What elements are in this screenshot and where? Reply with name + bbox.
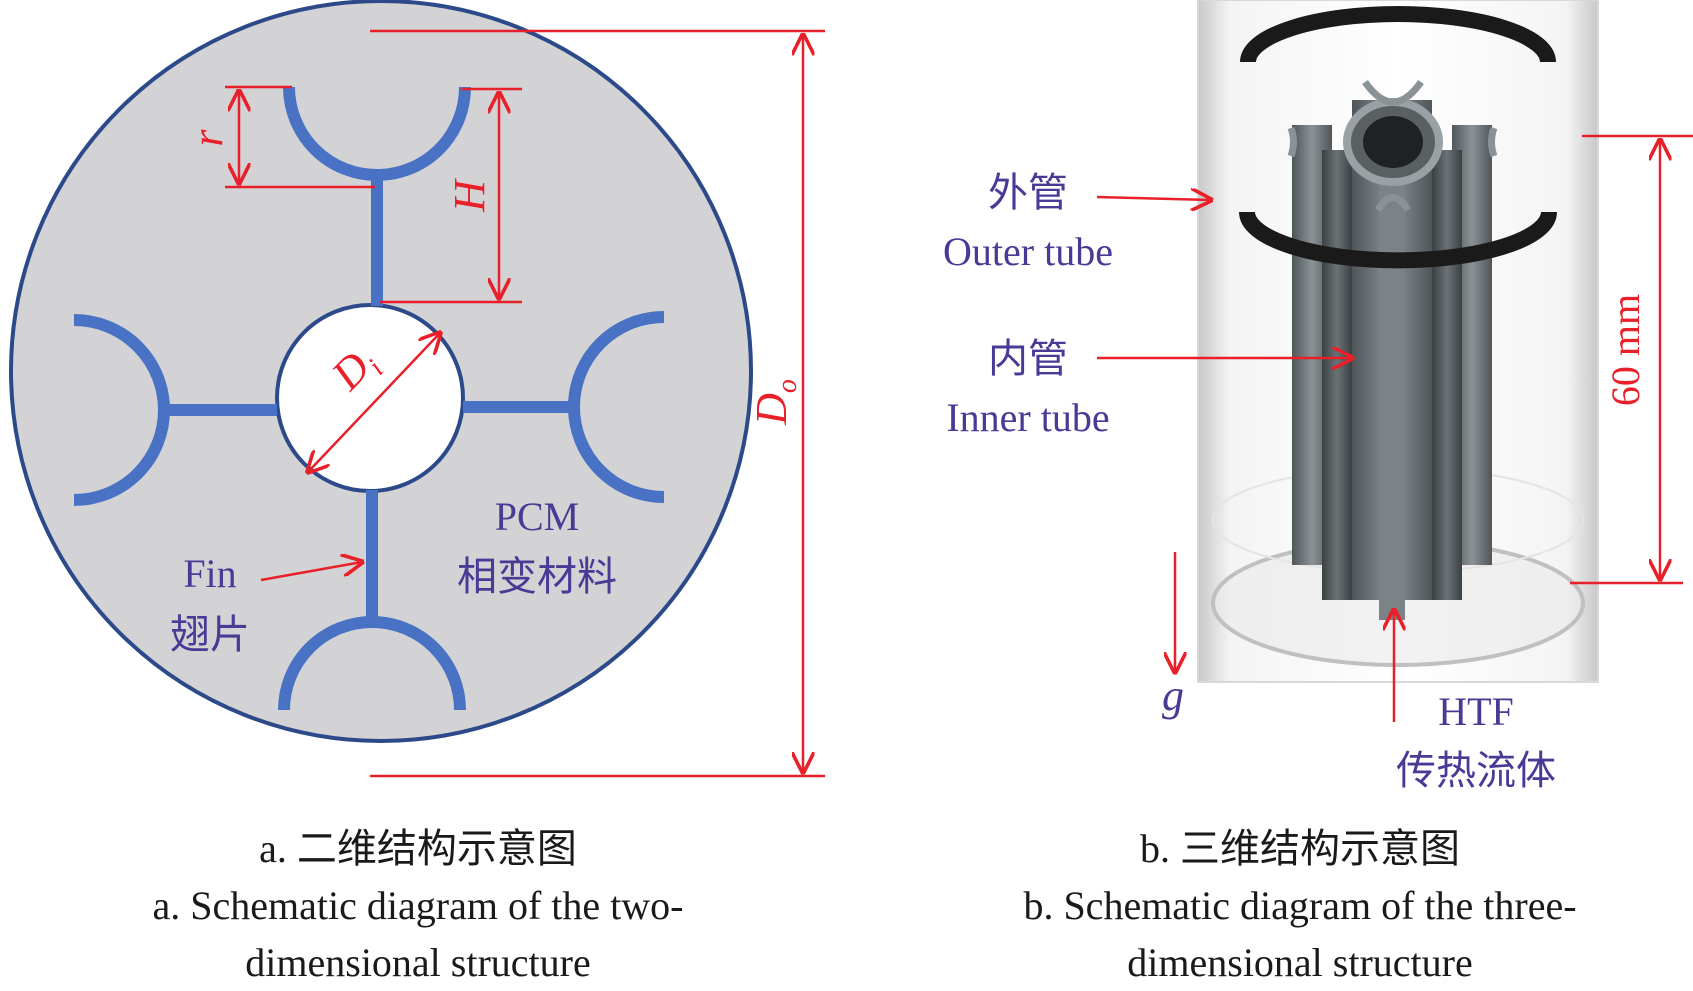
htf-label-zh: 传热流体 [1396,748,1556,793]
caption-a-en-line2: dimensional structure [245,940,590,985]
fin-pointer-arrow [260,562,362,582]
outer-tube-label-zh: 外管 [988,170,1068,215]
dimension-H [380,87,522,304]
caption-b-zh: b. 三维结构示意图 [1140,826,1460,871]
caption-a-en-line1: a. Schematic diagram of the two- [153,883,684,928]
fin-left-arc [73,314,170,506]
caption-b-en-line2: dimensional structure [1127,940,1472,985]
caption-a-zh: a. 二维结构示意图 [259,826,577,871]
dimension-Do [370,29,825,778]
dimension-r [225,85,375,189]
inner-tube-label-zh: 内管 [988,336,1068,381]
caption-b-en-line1: b. Schematic diagram of the three- [1023,883,1576,928]
fins [73,86,665,711]
fin-label-en: Fin [183,551,236,596]
fin-top-arc [283,86,471,181]
dimension-Di-line [308,333,440,472]
inner-tube-label-en: Inner tube [946,395,1109,440]
dimension-Do-label: Do [747,379,803,426]
htf-label-en: HTF [1438,689,1514,734]
dimension-length-label: 60 mm [1603,294,1648,406]
fin-right-arc [568,311,665,503]
dimension-H-label: H [445,178,494,213]
fin-plate-left-inner [1322,150,1352,600]
pcm-label-zh: 相变材料 [457,554,617,599]
gravity-label: g [1162,671,1184,720]
dimension-r-label: r [183,129,232,147]
panel-b-3d-diagram: 外管 Outer tube 内管 Inner tube 60 mm g HTF … [943,0,1693,985]
panel-a-2d-diagram: r H Di Do Fin 翅片 PCM 相变材料 a. 二维结构示意图 [9,0,825,985]
dimension-length [1570,134,1693,585]
outer-tube-pointer-arrow [1096,197,1211,200]
inner-tube-circle [275,303,465,493]
outer-tube-top-rim [1239,6,1557,269]
fin-plate-right-inner [1432,150,1462,600]
fin-bottom-arc [278,616,466,711]
inner-tube-assembly [1287,79,1498,620]
pcm-label-en: PCM [495,494,580,539]
outer-tube-label-en: Outer tube [943,229,1113,274]
fin-label-zh: 翅片 [170,612,250,657]
